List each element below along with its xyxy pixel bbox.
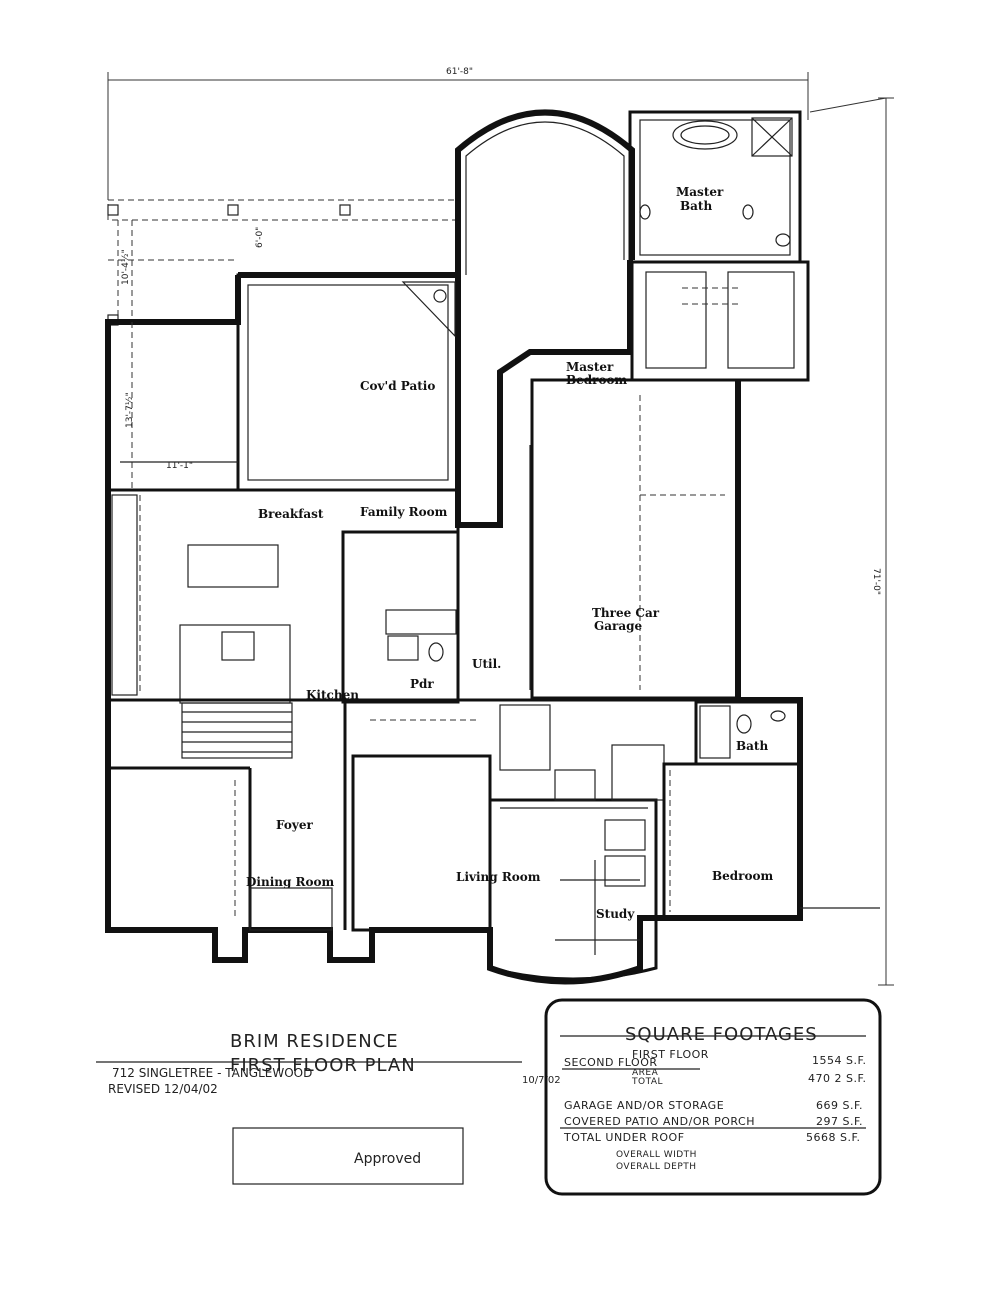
covered-patio: Cov'd Patio	[236, 273, 460, 492]
sqft-row-4-value: 297 S.F.	[816, 1115, 863, 1128]
residence-title: BRIM RESIDENCE	[230, 1031, 399, 1052]
front-entry	[249, 887, 880, 931]
garage-label-1: Three Car	[592, 606, 660, 620]
master-bath-label-1: Master	[676, 185, 724, 199]
overall-depth-label: 71'-0"	[871, 568, 881, 595]
overall-width-label: 61'-8"	[446, 67, 473, 77]
overall-width-row-label: OVERALL WIDTH	[616, 1150, 697, 1160]
pdr-label: Pdr	[410, 677, 434, 691]
bedroom-label: Bedroom	[712, 869, 773, 883]
master-bedroom-label-1: Master	[566, 360, 614, 374]
master-closets	[630, 260, 810, 382]
sqft-row-5-value: 5668 S.F.	[806, 1131, 861, 1144]
sheet-title: FIRST FLOOR PLAN	[230, 1055, 416, 1076]
sqft-row-2-label: SECOND FLOOR	[564, 1056, 658, 1069]
overall-depth-row-label: OVERALL DEPTH	[616, 1162, 697, 1172]
dim-left-top: 10'-4½"	[121, 249, 131, 285]
sqft-row-3-label: GARAGE AND/OR STORAGE	[564, 1099, 724, 1112]
overall-width-dimension: 61'-8"	[107, 67, 809, 200]
family-room-label: Family Room	[360, 505, 448, 519]
sqft-title: SQUARE FOOTAGES	[625, 1024, 818, 1045]
sqft-row-4-label: COVERED PATIO AND/OR PORCH	[564, 1115, 755, 1128]
revised-text: REVISED 12/04/02	[108, 1082, 218, 1096]
left-porch-room: 13'-7½" 11'-1"	[106, 320, 240, 492]
bath-bedroom: Bath Bedroom	[662, 700, 802, 920]
master-arch-walls	[455, 109, 635, 275]
breakfast-kitchen-zone: Breakfast Family Room Kitchen	[108, 488, 458, 704]
sqft-struck-area: AREA	[632, 1068, 659, 1078]
foyer-label: Foyer	[276, 818, 313, 832]
date-note: 10/7/02	[522, 1075, 561, 1086]
covd-patio-label: Cov'd Patio	[360, 379, 435, 393]
overall-depth-dimension: 71'-0"	[809, 97, 894, 986]
study-label: Study	[596, 907, 635, 921]
sqft-row-2-value: 470 2 S.F.	[808, 1072, 867, 1085]
dining-room-label: Dining Room	[246, 875, 335, 889]
sqft-row-1-label: FIRST FLOOR	[632, 1048, 709, 1061]
bath-label: Bath	[736, 739, 768, 753]
living-room: Living Room	[351, 719, 541, 932]
powder-util: Pdr Util.	[341, 525, 501, 704]
sqft-row-3-value: 669 S.F.	[816, 1099, 863, 1112]
living-room-label: Living Room	[456, 870, 541, 884]
address-text: 712 SINGLETREE - TANGLEWOOD	[112, 1066, 312, 1080]
study: Study	[488, 798, 658, 981]
sqft-row-5-label: TOTAL UNDER ROOF	[563, 1131, 685, 1144]
breakfast-label: Breakfast	[258, 507, 324, 521]
garage-label-2: Garage	[594, 619, 643, 633]
porch-outline: 10'-4½" 6'-0"	[107, 199, 459, 326]
dim-left-mid: 13'-7½"	[125, 392, 135, 428]
dim-breakfast-width: 11'-1"	[166, 461, 193, 471]
square-footage-table: SQUARE FOOTAGES FIRST FLOOR 1554 S.F. SE…	[544, 998, 882, 1196]
master-bath-label-2: Bath	[680, 199, 712, 213]
three-car-garage: Three Car Garage Master Bedroom	[529, 360, 740, 700]
sqft-struck-total: TOTAL	[631, 1077, 663, 1087]
dim-porch: 6'-0"	[255, 227, 265, 248]
util-label: Util.	[472, 657, 501, 671]
approved-stamp: Approved	[354, 1151, 421, 1167]
master-bath-walls: Master Bath	[628, 110, 802, 264]
title-block: BRIM RESIDENCE FIRST FLOOR PLAN 712 SING…	[96, 1031, 561, 1185]
sqft-row-1-value: 1554 S.F.	[812, 1054, 867, 1067]
hall-closets	[499, 704, 665, 801]
master-bedroom-label-2: Bedroom	[566, 373, 627, 387]
